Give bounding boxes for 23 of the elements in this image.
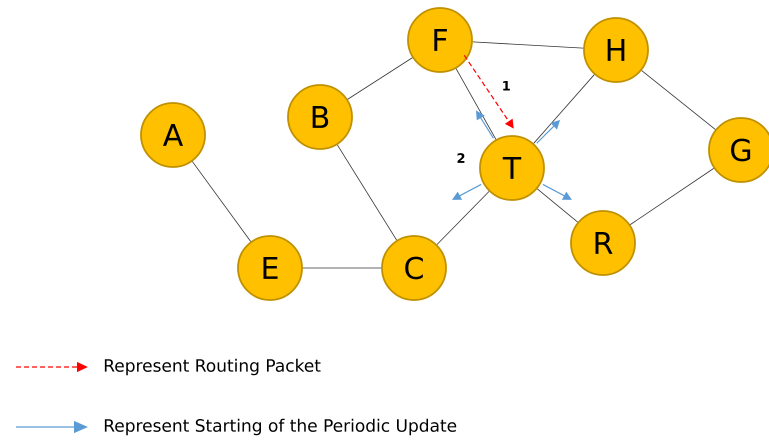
legend-text: Represent Starting of the Periodic Update bbox=[104, 418, 456, 436]
link-line bbox=[472, 41, 584, 49]
router-node: A bbox=[140, 102, 206, 168]
link-line bbox=[641, 70, 716, 130]
edge-label: 1 bbox=[500, 80, 512, 92]
router-node: F bbox=[407, 7, 473, 73]
router-node: G bbox=[708, 117, 769, 183]
link-line bbox=[192, 161, 252, 242]
link-line bbox=[537, 188, 578, 222]
link-line bbox=[436, 191, 490, 245]
router-node: C bbox=[381, 235, 447, 301]
link-line bbox=[456, 68, 496, 140]
router-node: B bbox=[287, 84, 353, 150]
router-node: E bbox=[237, 235, 303, 301]
link-line bbox=[533, 74, 595, 144]
legend-text: Represent Routing Packet bbox=[104, 358, 321, 376]
router-node: T bbox=[479, 135, 545, 201]
link-line bbox=[347, 57, 413, 100]
step-number: 2 bbox=[458, 153, 464, 163]
router-node: R bbox=[570, 210, 636, 276]
link-line bbox=[630, 168, 714, 226]
link-line bbox=[337, 144, 398, 240]
router-node: H bbox=[583, 17, 649, 83]
